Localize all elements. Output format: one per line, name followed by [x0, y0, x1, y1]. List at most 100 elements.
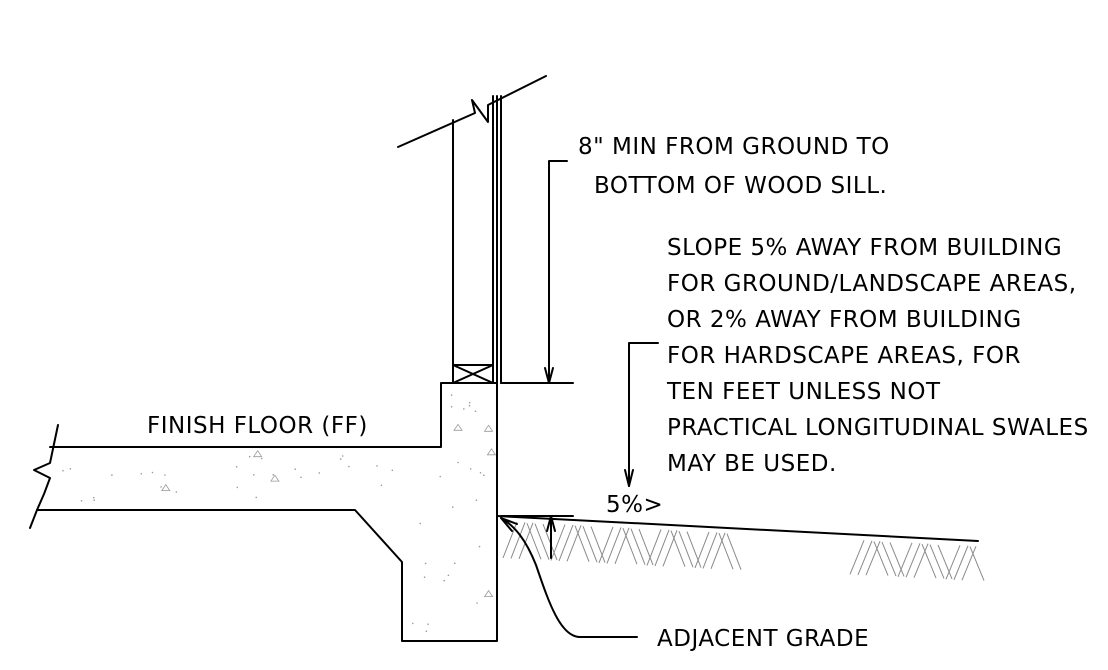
- aggregate-dot: [300, 476, 302, 479]
- slope-note-line-2: FOR GROUND/LANDSCAPE AREAS,: [667, 271, 1077, 297]
- aggregate-dot: [478, 545, 481, 548]
- hatch-stroke: [662, 530, 678, 567]
- aggregate-dot: [318, 472, 321, 474]
- aggregate-dot: [62, 469, 64, 472]
- aggregate-dot: [140, 473, 143, 475]
- aggregate-triangle: [453, 423, 463, 431]
- aggregate-dot: [419, 522, 422, 525]
- aggregate-dot: [468, 402, 471, 404]
- slope-note-line-6: PRACTICAL LONGITUDINAL SWALES: [667, 415, 1089, 441]
- aggregate-dot: [479, 472, 482, 474]
- slope-marker-label: 5%>: [606, 492, 663, 518]
- hatch-stroke: [849, 540, 865, 575]
- hatch-stroke: [678, 530, 694, 568]
- hatch-stroke: [953, 545, 969, 580]
- concrete-aggregate-pattern: [62, 394, 497, 632]
- aggregate-dot: [468, 404, 471, 407]
- hatch-stroke: [718, 533, 734, 570]
- hatch-stroke: [913, 543, 929, 578]
- hatch-stroke: [646, 529, 662, 566]
- aggregate-dot: [450, 394, 453, 396]
- aggregate-dot: [235, 466, 238, 468]
- slope-note-line-1: SLOPE 5% AWAY FROM BUILDING: [667, 235, 1062, 261]
- finish-floor-label: FINISH FLOOR (FF): [147, 413, 368, 439]
- aggregate-dot: [151, 471, 154, 474]
- aggregate-dot: [253, 474, 255, 476]
- hatch-stroke: [606, 527, 622, 564]
- aggregate-dot: [260, 457, 263, 460]
- slope-note-arrow: [624, 469, 634, 487]
- hatch-stroke: [598, 526, 614, 564]
- hatch-stroke: [921, 543, 937, 579]
- sill-note-line-1: 8" MIN FROM GROUND TO: [578, 134, 890, 160]
- aggregate-dot: [483, 474, 485, 477]
- aggregate-dot: [454, 562, 456, 564]
- hatch-stroke: [897, 542, 913, 578]
- wall-sheathing: [496, 95, 502, 384]
- slope-note-leader: [628, 342, 659, 487]
- aggregate-dot: [447, 574, 450, 577]
- aggregate-dot: [248, 455, 251, 458]
- slope-note-line-5: TEN FEET UNLESS NOT: [666, 379, 941, 405]
- aggregate-dot: [439, 475, 442, 478]
- hatch-stroke: [961, 545, 977, 581]
- wall-break-line: [397, 75, 547, 148]
- hatch-stroke: [526, 523, 542, 560]
- aggregate-dot: [255, 496, 257, 499]
- grade-dimension-extension: [500, 515, 574, 559]
- hatch-stroke: [566, 525, 582, 562]
- wood-sill-plate: [452, 364, 494, 384]
- hatch-stroke: [510, 522, 526, 559]
- hatch-stroke: [630, 528, 646, 565]
- hatch-stroke: [518, 522, 534, 560]
- slope-note-line-7: MAY BE USED.: [667, 451, 837, 477]
- aggregate-dot: [160, 486, 162, 488]
- aggregate-dot: [457, 461, 459, 464]
- aggregate-dot: [391, 469, 394, 472]
- hatch-stroke: [710, 532, 726, 569]
- hatch-stroke: [937, 544, 953, 580]
- aggregate-dot: [175, 491, 178, 493]
- aggregate-dot: [341, 455, 344, 457]
- adjacent-grade-label: ADJACENT GRADE: [657, 626, 869, 652]
- hatch-stroke: [574, 525, 590, 562]
- aggregate-triangle: [483, 589, 494, 597]
- slope-note-line-3: OR 2% AWAY FROM BUILDING: [667, 307, 1022, 333]
- aggregate-dot: [93, 496, 95, 499]
- aggregate-dot: [69, 468, 72, 470]
- slope-note-line-4: FOR HARDSCAPE AREAS, FOR: [667, 343, 1021, 369]
- aggregate-dot: [452, 506, 454, 508]
- aggregate-dot: [427, 623, 429, 625]
- hatch-stroke: [550, 524, 566, 561]
- hatch-stroke: [873, 541, 889, 576]
- hatch-stroke: [726, 533, 742, 570]
- aggregate-triangle: [486, 448, 497, 456]
- aggregate-triangle: [252, 449, 263, 458]
- aggregate-triangle: [270, 474, 280, 482]
- hatch-stroke: [614, 527, 630, 565]
- aggregate-dot: [93, 499, 95, 502]
- hatch-stroke: [582, 525, 598, 563]
- aggregate-dot: [348, 465, 350, 468]
- hatch-stroke: [654, 529, 670, 567]
- hatch-stroke: [590, 526, 606, 563]
- hatch-stroke: [945, 545, 961, 580]
- sill-dimension-extension: [500, 160, 574, 384]
- aggregate-dot: [443, 579, 446, 582]
- hatch-stroke: [905, 543, 921, 578]
- hatch-stroke: [865, 540, 881, 576]
- sill-note-line-2: BOTTOM OF WOOD SILL.: [594, 173, 887, 199]
- aggregate-dot: [469, 468, 472, 470]
- hatch-stroke: [881, 541, 897, 577]
- hatch-stroke: [702, 532, 718, 569]
- aggregate-dot: [474, 410, 477, 413]
- hatch-stroke: [694, 531, 710, 569]
- sill-dimension-arrow: [544, 367, 554, 384]
- aggregate-dot: [476, 602, 478, 604]
- grade-dimension-arrow: [546, 515, 556, 532]
- aggregate-triangle: [161, 483, 171, 492]
- hatch-stroke: [622, 528, 638, 565]
- aggregate-dot: [380, 484, 383, 487]
- hatch-stroke: [670, 530, 686, 567]
